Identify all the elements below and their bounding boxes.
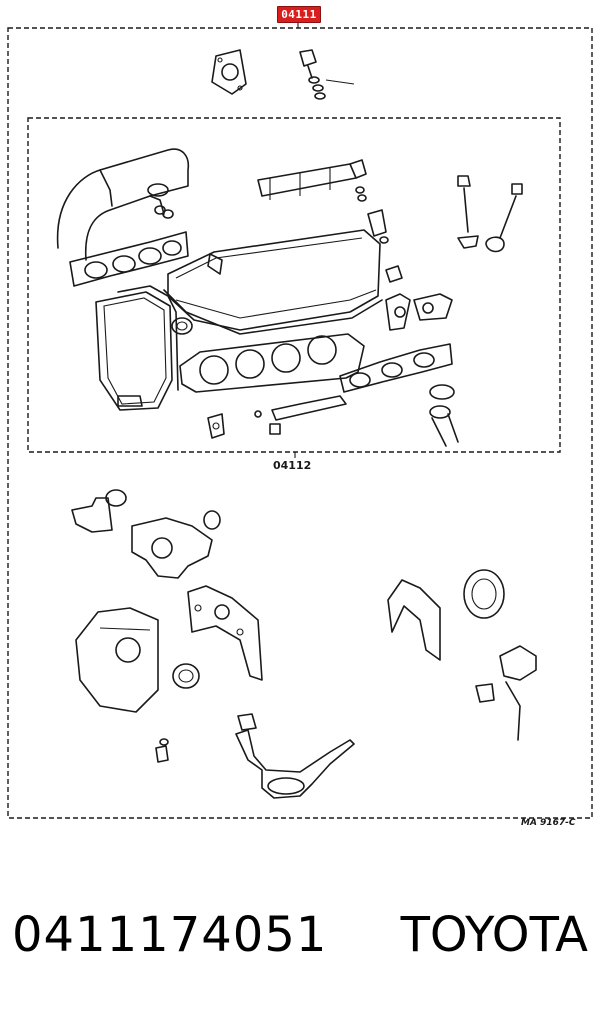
cylinder-head-gasket xyxy=(179,333,365,393)
part-number: 0411174051 xyxy=(12,907,328,963)
valve-cover xyxy=(167,229,381,331)
fuel-rail xyxy=(257,159,367,200)
water-bypass-pipe xyxy=(254,395,347,435)
intake-valve xyxy=(457,175,479,249)
valve-cover-gasket xyxy=(163,289,383,335)
subkit-outline-frame xyxy=(27,117,561,453)
timing-belt-cover xyxy=(95,291,173,411)
gasket-kit-line-art xyxy=(7,20,593,819)
spark-plug-seal xyxy=(385,265,403,283)
illustration-reference-code: MA 9167-C xyxy=(521,818,576,828)
oil-pump-gasket xyxy=(187,585,263,681)
subkit-label: 04112 xyxy=(273,459,312,472)
camshaft-seal xyxy=(171,317,193,335)
oil-strainer xyxy=(235,713,355,799)
exhaust-flange-gasket xyxy=(211,49,247,95)
crankshaft-rear-seal xyxy=(463,569,505,619)
egr-pipe-gaskets xyxy=(385,293,453,331)
egr-valve xyxy=(475,645,537,741)
exhaust-manifold-gasket xyxy=(339,343,453,393)
water-pump xyxy=(131,510,221,579)
exploded-parts-diagram: 04111 04112 MA 9167-C xyxy=(7,6,593,828)
small-seals-left xyxy=(154,205,174,219)
intake-manifold xyxy=(56,148,190,261)
timing-cover-lower xyxy=(75,607,159,713)
intake-manifold-gasket xyxy=(69,231,189,287)
product-caption: 0411174051 TOYOTA xyxy=(0,900,600,970)
oil-drain-plug xyxy=(155,738,169,763)
injector-seals xyxy=(355,186,389,244)
crankshaft-front-seal xyxy=(172,663,200,689)
exhaust-pipe-gasket xyxy=(429,384,459,447)
valve-stem-seals xyxy=(299,49,355,100)
rear-oil-seal-retainer-gasket xyxy=(387,579,441,661)
thermostat-gasket-small xyxy=(207,413,225,439)
kit-callout-label: 04111 xyxy=(277,6,321,23)
water-outlet xyxy=(71,489,127,533)
brand-name: TOYOTA xyxy=(400,907,588,963)
exhaust-valve xyxy=(485,183,523,253)
